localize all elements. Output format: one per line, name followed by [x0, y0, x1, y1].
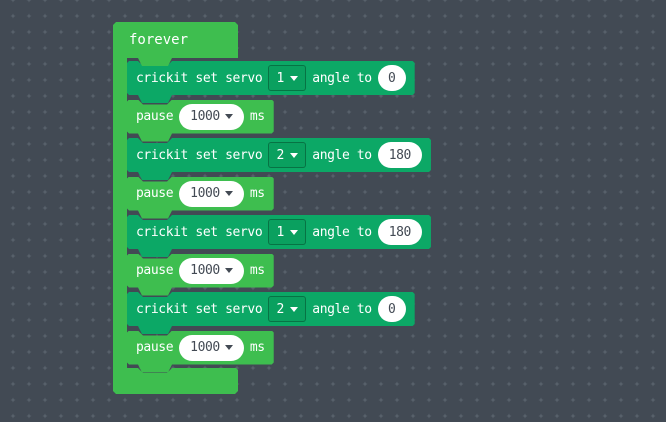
dropdown-arrow-icon — [225, 268, 233, 273]
servo-number-value: 2 — [276, 301, 284, 317]
block-row: crickit set servo 1 angle to 0 — [127, 61, 415, 95]
angle-value: 180 — [388, 147, 411, 163]
dropdown-arrow-icon — [225, 345, 233, 350]
forever-block-header[interactable]: forever — [113, 22, 238, 66]
crickit-set-servo-block[interactable]: crickit set servo 2 angle to 0 — [127, 292, 415, 334]
pause-duration-value: 1000 — [190, 340, 220, 355]
crickit-set-servo-label: crickit set servo — [136, 224, 263, 240]
angle-value: 0 — [387, 301, 396, 317]
pause-duration-dropdown[interactable]: 1000 — [179, 104, 244, 130]
angle-value: 180 — [388, 224, 411, 240]
block-row: pause 1000 ms — [127, 100, 274, 134]
block-row: pause 1000 ms — [127, 254, 274, 288]
pause-label: pause — [136, 109, 174, 124]
pause-block[interactable]: pause 1000 ms — [127, 331, 274, 373]
dropdown-arrow-icon — [225, 191, 233, 196]
angle-value: 0 — [387, 70, 396, 86]
forever-block-bottom-arm[interactable] — [113, 368, 238, 394]
crickit-set-servo-label: crickit set servo — [136, 301, 263, 317]
crickit-set-servo-block[interactable]: crickit set servo 2 angle to 180 — [127, 138, 431, 180]
dropdown-arrow-icon — [290, 230, 298, 235]
servo-number-dropdown[interactable]: 2 — [268, 296, 306, 322]
ms-label: ms — [249, 186, 265, 201]
block-stack: crickit set servo 1 angle to 0 pause 1000 ms cr… — [127, 61, 431, 365]
ms-label: ms — [249, 340, 265, 355]
crickit-set-servo-block[interactable]: crickit set servo 1 angle to 0 — [127, 61, 415, 103]
pause-duration-value: 1000 — [190, 263, 220, 278]
pause-duration-value: 1000 — [190, 109, 220, 124]
servo-number-value: 1 — [276, 70, 284, 86]
pause-block[interactable]: pause 1000 ms — [127, 177, 274, 219]
dropdown-arrow-icon — [290, 153, 298, 158]
pause-duration-dropdown[interactable]: 1000 — [179, 181, 244, 207]
dropdown-arrow-icon — [225, 114, 233, 119]
servo-number-dropdown[interactable]: 1 — [268, 219, 306, 245]
angle-value-field[interactable]: 180 — [378, 219, 422, 245]
block-row: crickit set servo 2 angle to 0 — [127, 292, 415, 326]
forever-label: forever — [129, 32, 189, 48]
ms-label: ms — [249, 109, 265, 124]
servo-number-dropdown[interactable]: 2 — [268, 142, 306, 168]
ms-label: ms — [249, 263, 265, 278]
pause-label: pause — [136, 340, 174, 355]
crickit-set-servo-label: crickit set servo — [136, 147, 263, 163]
servo-number-dropdown[interactable]: 1 — [268, 65, 306, 91]
servo-number-value: 1 — [276, 224, 284, 240]
crickit-set-servo-block[interactable]: crickit set servo 1 angle to 180 — [127, 215, 431, 257]
pause-label: pause — [136, 263, 174, 278]
angle-to-label: angle to — [312, 70, 372, 86]
angle-to-label: angle to — [312, 301, 372, 317]
angle-to-label: angle to — [312, 147, 372, 163]
pause-duration-dropdown[interactable]: 1000 — [179, 335, 244, 361]
angle-to-label: angle to — [312, 224, 372, 240]
block-row: crickit set servo 1 angle to 180 — [127, 215, 431, 249]
pause-label: pause — [136, 186, 174, 201]
angle-value-field[interactable]: 180 — [378, 142, 422, 168]
forever-block-spine — [113, 56, 127, 374]
dropdown-arrow-icon — [290, 76, 298, 81]
dropdown-arrow-icon — [290, 307, 298, 312]
pause-block[interactable]: pause 1000 ms — [127, 254, 274, 296]
angle-value-field[interactable]: 0 — [378, 65, 406, 91]
pause-duration-value: 1000 — [190, 186, 220, 201]
block-row: pause 1000 ms — [127, 331, 274, 365]
crickit-set-servo-label: crickit set servo — [136, 70, 263, 86]
pause-duration-dropdown[interactable]: 1000 — [179, 258, 244, 284]
block-row: pause 1000 ms — [127, 177, 274, 211]
block-row: crickit set servo 2 angle to 180 — [127, 138, 431, 172]
angle-value-field[interactable]: 0 — [378, 296, 406, 322]
servo-number-value: 2 — [276, 147, 284, 163]
pause-block[interactable]: pause 1000 ms — [127, 100, 274, 142]
